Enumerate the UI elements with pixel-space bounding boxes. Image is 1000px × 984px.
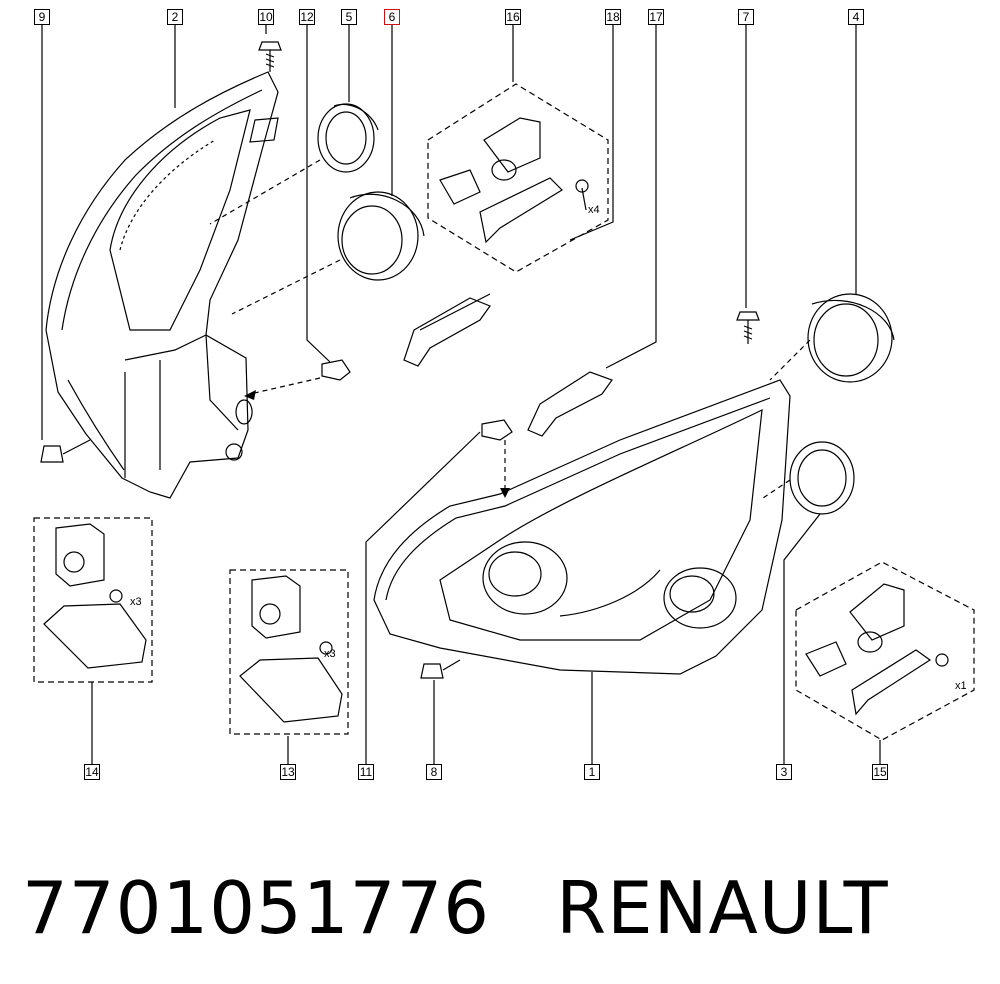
kit-13-drawing (229, 569, 349, 735)
kit-16-drawing (427, 83, 609, 273)
quantity-label-14: x3 (130, 596, 142, 608)
cap-6-drawing (337, 191, 425, 281)
cap-4-drawing (807, 293, 895, 383)
arrow-heads (244, 390, 510, 498)
bracket-18-drawing (403, 297, 491, 367)
ring-5-drawing (317, 103, 379, 173)
leader-lines (41, 25, 881, 764)
callout-9: 9 (34, 9, 50, 25)
kit-15-drawing (795, 561, 975, 741)
callout-4: 4 (848, 9, 864, 25)
callout-16: 16 (505, 9, 521, 25)
callout-6: 6 (384, 9, 400, 25)
screw-10-drawing (258, 41, 282, 72)
clip-11-drawing (481, 419, 513, 441)
callout-3: 3 (776, 764, 792, 780)
callout-13: 13 (280, 764, 296, 780)
callout-2: 2 (167, 9, 183, 25)
callout-18: 18 (605, 9, 621, 25)
callout-5: 5 (341, 9, 357, 25)
callout-7: 7 (738, 9, 754, 25)
callout-14: 14 (84, 764, 100, 780)
callout-15: 15 (872, 764, 888, 780)
callout-17: 17 (648, 9, 664, 25)
clip-12-drawing (321, 359, 351, 381)
bracket-17-drawing (527, 371, 613, 437)
ring-3-drawing (789, 441, 855, 515)
callout-10: 10 (258, 9, 274, 25)
callout-8: 8 (426, 764, 442, 780)
callout-11: 11 (358, 764, 374, 780)
brand-name: RENAULT (556, 866, 889, 950)
screw-9-drawing (40, 439, 91, 463)
part-number: 7701051776 (22, 866, 491, 950)
kit-14-drawing (33, 517, 153, 683)
screw-7-drawing (736, 311, 760, 344)
callout-1: 1 (584, 764, 600, 780)
quantity-label-15: x1 (955, 680, 967, 692)
left-headlamp-drawing (45, 71, 279, 499)
callout-12: 12 (299, 9, 315, 25)
right-headlamp-drawing (373, 379, 791, 675)
assembly-dashed-lines (209, 159, 811, 501)
footer: 7701051776 RENAULT (22, 858, 982, 958)
screw-8-drawing (420, 659, 461, 679)
quantity-label-16: x4 (588, 204, 600, 216)
quantity-label-13: x3 (324, 648, 336, 660)
